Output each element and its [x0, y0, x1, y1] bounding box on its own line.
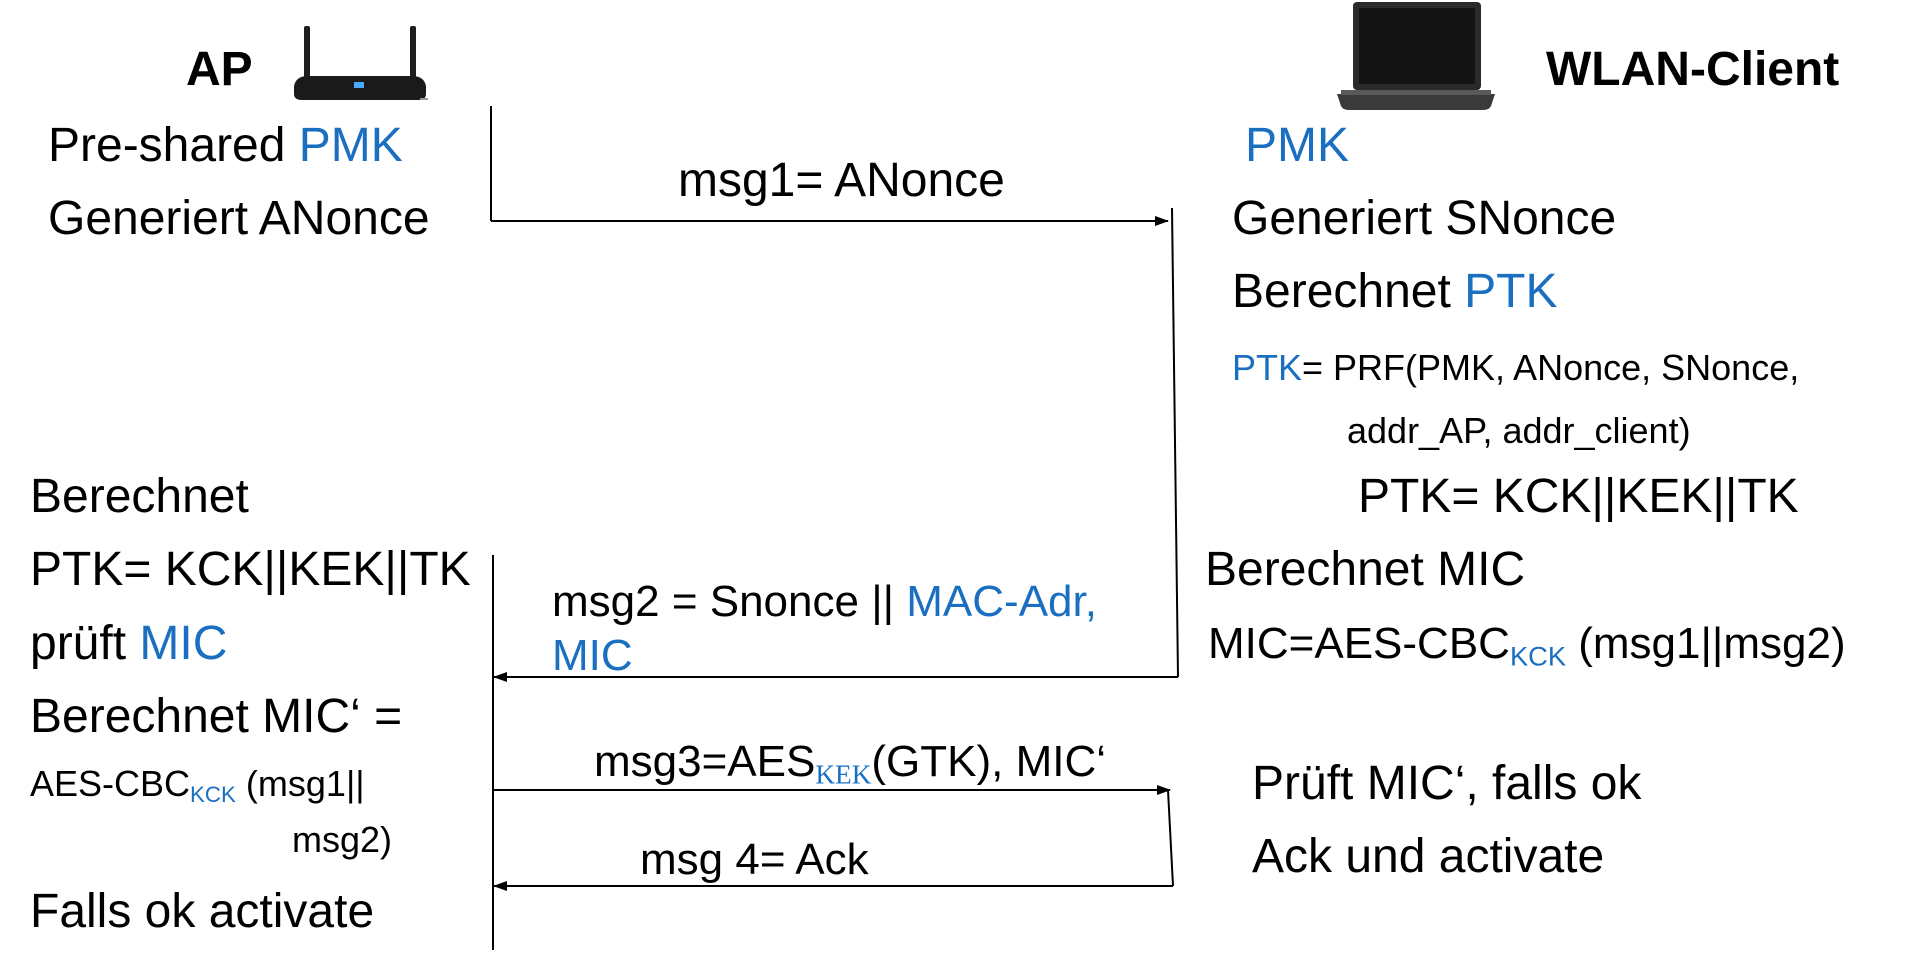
client-berechnet-mic: Berechnet MIC [1205, 543, 1526, 596]
ap-prueft: prüft [30, 617, 140, 670]
client-generiert: Generiert SNonce [1232, 192, 1617, 245]
ap-aes-suffix: (msg1|| [235, 763, 365, 804]
msg2-cont: MIC [552, 631, 633, 680]
ap-aes-cont: msg2) [292, 819, 393, 860]
ap-berechnet: Berechnet [30, 470, 249, 523]
client-mic-prefix: MIC=AES-CBC [1208, 619, 1510, 668]
ap-falls: Falls ok activate [30, 885, 375, 938]
ap-prueft-line: prüft MIC [30, 620, 227, 668]
ap-ptk-eq: PTK= KCK||KEK||TK [30, 543, 471, 596]
ap-generiert: Generiert ANonce [48, 192, 430, 245]
client-pmk: PMK [1245, 119, 1350, 172]
ap-title: AP [186, 43, 253, 96]
client-mic-line: MIC=AES-CBCKCK (msg1||msg2) [1208, 622, 1846, 670]
client-ptk-formula: PTK= PRF(PMK, ANonce, SNonce, [1232, 350, 1799, 386]
ap-pmk-prefix: Pre-shared [48, 119, 299, 172]
client-berechnet-line: Berechnet PTK [1232, 268, 1558, 316]
client-mic-sub: KCK [1509, 640, 1567, 672]
msg3-sub: KEK [815, 759, 872, 790]
laptop-icon [1337, 2, 1495, 110]
msg2-key: MAC-Adr, [906, 577, 1097, 626]
ap-aes-line: AES-CBCKCK (msg1|| [30, 766, 365, 807]
client-berechnet-key: PTK [1464, 265, 1558, 318]
client-lifeline-upper [1171, 207, 1179, 678]
client-ptk-formula-rest: = PRF(PMK, ANonce, SNonce, [1302, 347, 1800, 388]
client-prueft: Prüft MIC‘, falls ok [1252, 757, 1642, 810]
client-berechnet-prefix: Berechnet [1232, 265, 1465, 318]
msg2-prefix: msg2 = Snonce || [552, 577, 907, 626]
ap-aes-prefix: AES-CBC [30, 763, 191, 804]
client-ptk-formula-cont: addr_AP, addr_client) [1347, 410, 1691, 451]
msg2-label: msg2 = Snonce || MAC-Adr, [552, 580, 1097, 624]
ap-mic2-eq: Berechnet MIC‘ = [30, 690, 403, 743]
msg3-label: msg3=AESKEK(GTK), MIC‘ [594, 740, 1106, 789]
ap-pmk-line: Pre-shared PMK [48, 122, 403, 170]
msg1-label: msg1= ANonce [678, 154, 1005, 207]
client-ack: Ack und activate [1252, 830, 1605, 883]
msg4-label: msg 4= Ack [640, 835, 869, 884]
client-mic-suffix: (msg1||msg2) [1566, 619, 1846, 668]
client-title: WLAN-Client [1546, 43, 1840, 96]
router-icon [294, 26, 428, 100]
ap-aes-sub: KCK [190, 782, 236, 808]
msg3-suffix: (GTK), MIC‘ [871, 737, 1107, 786]
client-ptk-formula-key: PTK [1232, 347, 1303, 388]
ap-pmk-key: PMK [298, 119, 403, 172]
ap-prueft-key: MIC [139, 617, 228, 670]
client-lifeline-lower [1167, 789, 1174, 887]
client-ptk-split: PTK= KCK||KEK||TK [1358, 470, 1799, 523]
msg3-prefix: msg3=AES [594, 737, 816, 786]
